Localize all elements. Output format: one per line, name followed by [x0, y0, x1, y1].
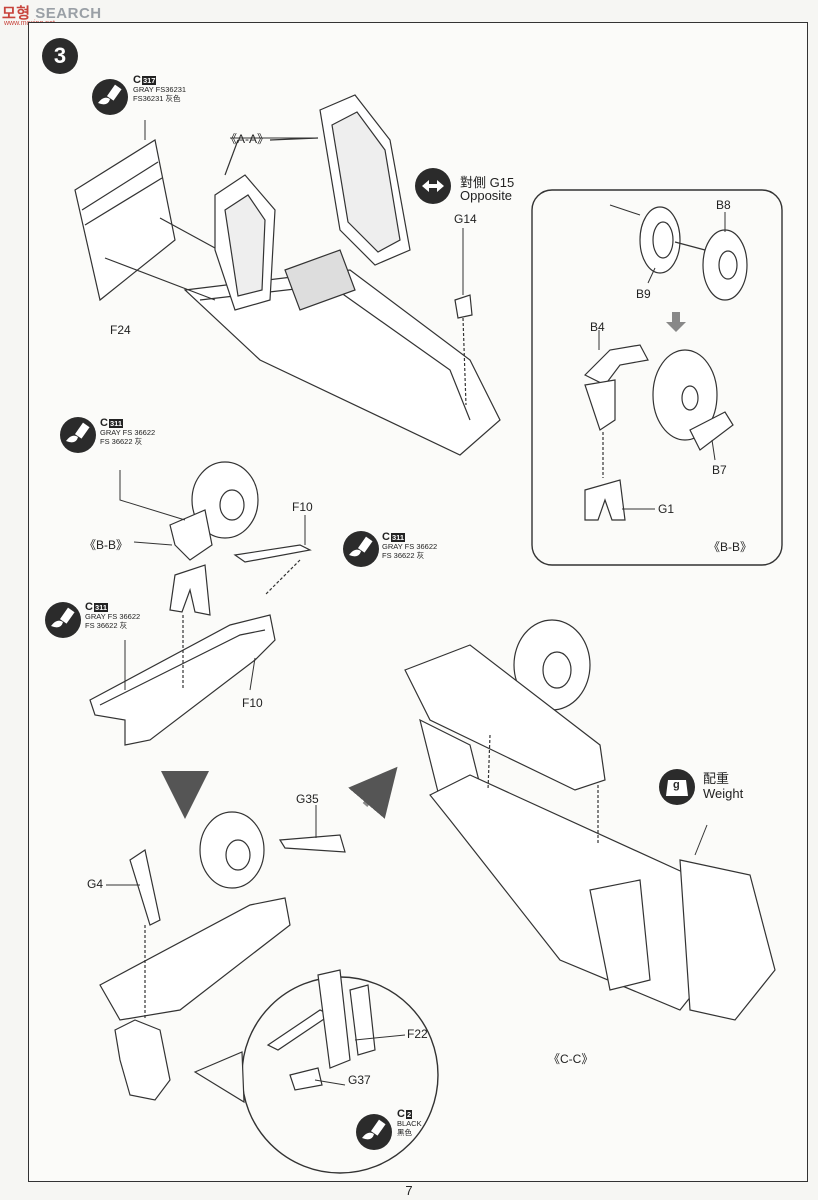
- detail-label-bb: 《B-B》: [708, 540, 753, 554]
- leader-lines: [106, 120, 726, 1086]
- weight-label-en: Weight: [703, 786, 744, 801]
- weight-icon: [659, 769, 695, 805]
- paint-brush-icon: [92, 79, 128, 115]
- paint-brush-icon: [356, 1114, 392, 1150]
- down-arrow-icon: [666, 312, 686, 332]
- paint-brush-icon: [45, 602, 81, 638]
- double-arrow-icon: [415, 168, 451, 204]
- detail-bb-frame: [531, 189, 783, 566]
- opposite-label-en: Opposite: [460, 188, 513, 203]
- inset-part: [266, 969, 376, 1091]
- part-label-f22: F22: [407, 1027, 428, 1041]
- part-label-f10-top: F10: [292, 500, 313, 514]
- part-label-b8: B8: [716, 198, 731, 212]
- main-gear-assembly: [89, 461, 312, 746]
- weight-icon-glyph: g: [673, 779, 680, 791]
- part-label-b4: B4: [590, 320, 605, 334]
- part-label-f24: F24: [110, 323, 131, 337]
- page-number: 7: [405, 1183, 413, 1198]
- part-label-g4: G4: [87, 877, 104, 891]
- section-label-bb: 《B-B》: [84, 538, 129, 552]
- weight-label-cn: 配重: [703, 771, 730, 786]
- part-label-f10-bottom: F10: [242, 696, 263, 710]
- part-g14: [454, 294, 473, 319]
- part-label-g37: G37: [348, 1073, 371, 1087]
- lower-left-assembly: [99, 811, 346, 1101]
- cockpit-section: [74, 94, 501, 456]
- section-label-cc: 《C-C》: [548, 1052, 594, 1066]
- part-f24: [74, 139, 176, 302]
- paint-brush-icon: [60, 417, 96, 453]
- tail-gear-assembly: [404, 619, 776, 1021]
- paint-brush-icon: [343, 531, 379, 567]
- part-label-g14: G14: [454, 212, 477, 226]
- watermark: 모형 SEARCH: [2, 5, 102, 22]
- diagonal-arrow-icon: [348, 766, 398, 819]
- part-label-g1: G1: [658, 502, 675, 516]
- section-label-aa: 《A-A》: [225, 132, 270, 146]
- opposite-label-cn: 對側 G15: [460, 175, 515, 190]
- part-label-g35: G35: [296, 792, 319, 806]
- part-label-b7: B7: [712, 463, 727, 477]
- step-number-badge: 3: [42, 38, 78, 74]
- cockpit-tub: [183, 269, 501, 456]
- part-label-b9: B9: [636, 287, 651, 301]
